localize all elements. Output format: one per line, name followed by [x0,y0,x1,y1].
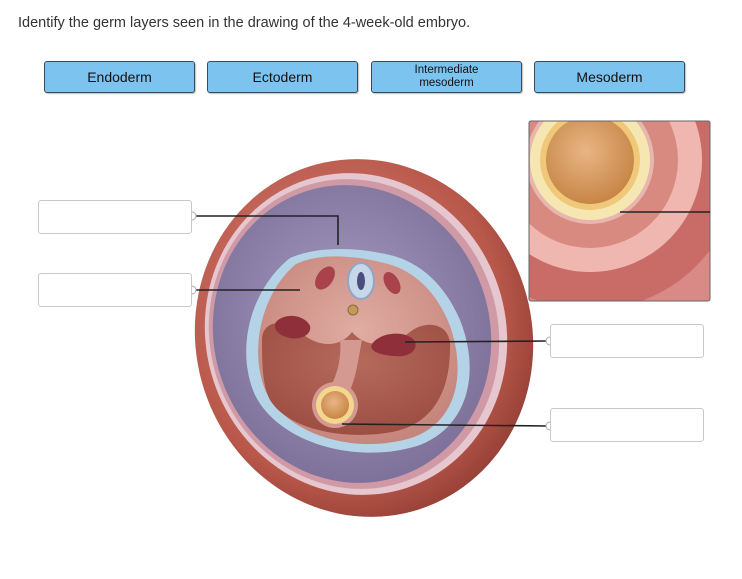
answer-tile-intermediate-mesoderm-label: Intermediate mesoderm [414,64,479,89]
drop-zone-3[interactable] [550,324,704,358]
embryo-cross-section [194,159,534,517]
answer-tile-endoderm[interactable]: Endoderm [44,61,195,93]
leader-line-1 [194,215,339,245]
drop-zone-2[interactable] [38,273,192,307]
drop-zone-4[interactable] [550,408,704,442]
drop-zone-1[interactable] [38,200,192,234]
answer-tile-ectoderm-label: Ectoderm [252,69,313,85]
answer-tile-mesoderm-label: Mesoderm [576,69,643,85]
question-text: Identify the germ layers seen in the dra… [18,15,471,31]
answer-tile-endoderm-label: Endoderm [87,69,152,85]
answer-tile-ectoderm[interactable]: Ectoderm [207,61,358,93]
answer-tile-mesoderm[interactable]: Mesoderm [534,61,685,93]
leader-line-3 [404,340,549,343]
inset-magnified-gut [529,121,710,301]
answer-tile-intermediate-mesoderm[interactable]: Intermediate mesoderm [371,61,522,93]
leader-line-4 [341,423,549,427]
